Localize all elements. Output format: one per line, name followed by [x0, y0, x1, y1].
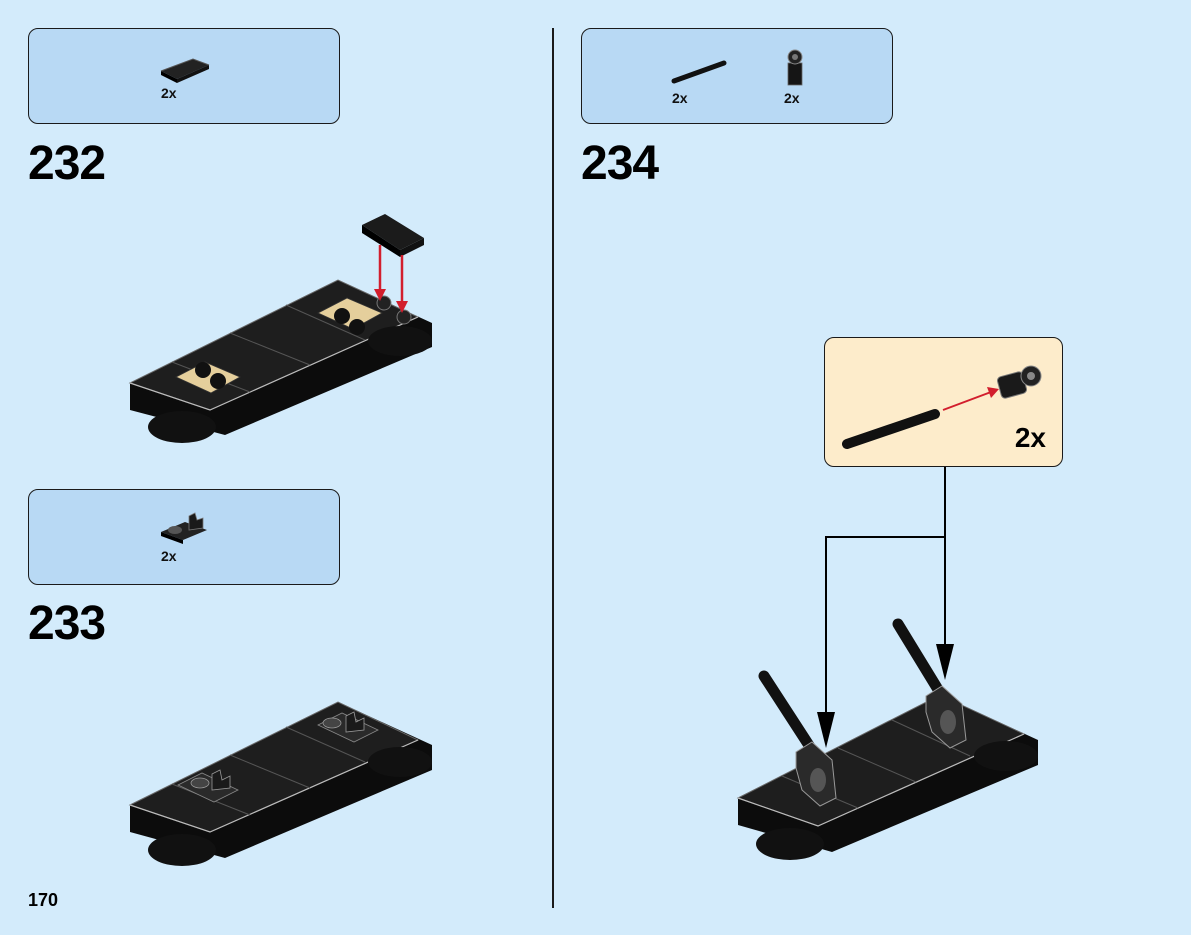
subassembly-callout: 2x: [824, 337, 1063, 467]
step-number-233: 233: [28, 597, 106, 650]
step-232-parts-box: 2x: [28, 28, 340, 124]
subassembly-quantity: 2x: [1014, 422, 1046, 453]
part-quantity: 2x: [161, 85, 177, 101]
part-quantity: 2x: [672, 90, 688, 106]
step-233-build-illustration: [128, 701, 432, 866]
clip-plate-part-icon: [161, 512, 207, 544]
clip-plate-right: [317, 711, 379, 743]
page-number: 170: [28, 890, 59, 910]
step-233-parts-box: 2x: [28, 489, 340, 585]
part-quantity: 2x: [161, 548, 177, 564]
floating-tile-icon: [362, 214, 424, 257]
step-234-parts-box: 2x 2x: [581, 28, 893, 124]
rod-into-holder-icon: [842, 365, 1042, 449]
step-232-build-illustration: [128, 214, 432, 443]
bar-rod-part-icon: [671, 60, 727, 84]
step-number-234: 234: [581, 137, 659, 190]
clip-plate-left: [177, 769, 239, 803]
step-number-232: 232: [28, 137, 106, 190]
part-quantity: 2x: [784, 90, 800, 106]
bar-holder-part-icon: [787, 49, 803, 86]
step-234-build-illustration: [736, 618, 1038, 860]
flat-tile-part-icon: [160, 58, 210, 83]
column-divider: [552, 28, 554, 908]
